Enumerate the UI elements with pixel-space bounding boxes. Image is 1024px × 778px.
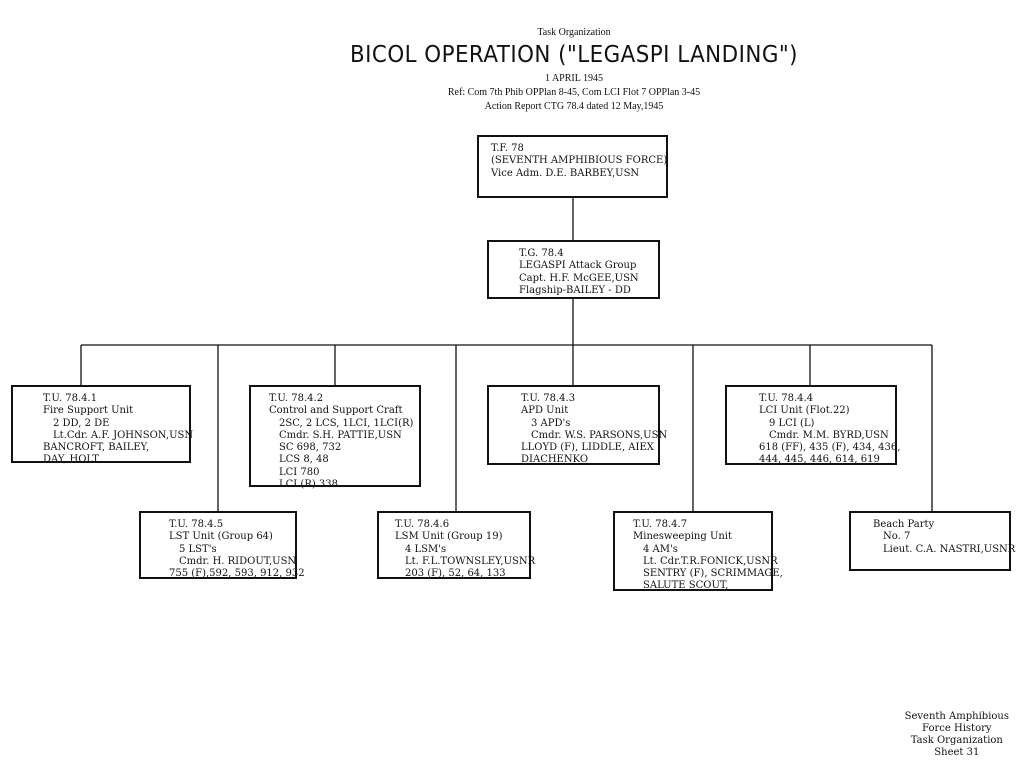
tu7847-unit: Minesweeping Unit [633,531,733,543]
tu7847-commander: Lt. Cdr.T.R.FONICK,USNR [643,555,778,567]
footer-line-1: Seventh Amphibious [904,711,1009,722]
tu7843-box: T.U. 78.4.3 APD Unit 3 APD's Cmdr. W.S. … [487,385,668,466]
tu7843-designation: T.U. 78.4.3 [521,393,576,404]
tu7841-ships: 2 DD, 2 DE [53,417,110,429]
tu7841-box: T.U. 78.4.1 Fire Support Unit 2 DD, 2 DE… [11,385,194,466]
sheet-footer: Seventh Amphibious Force History Task Or… [905,711,1009,759]
tu7842-lci: LCI 780 [279,466,320,478]
tu7841-designation: T.U. 78.4.1 [43,393,98,404]
page-title: BICOL OPERATION ("LEGASPI LANDING") [350,42,798,68]
tu7845-commander: Cmdr. H. RIDOUT,USN [179,555,297,567]
tu7844-unit: LCI Unit (Flot.22) [759,405,850,417]
tu7846-hulls: 203 (F), 52, 64, 133 [405,568,506,580]
tu7844-hulls-2: 444, 445, 446, 614, 619 [759,454,880,466]
tu7847-ships: 4 AM's [643,543,678,555]
tu7847-designation: T.U. 78.4.7 [633,519,688,530]
reference-line: Ref: Com 7th Phib OPPlan 8-45, Com LCI F… [447,87,701,98]
tu7846-ships: 4 LSM's [405,543,447,555]
footer-line-4: Sheet 31 [934,747,980,758]
footer-line-2: Force History [922,723,992,734]
tu7842-designation: T.U. 78.4.2 [269,393,324,404]
tu7843-ships: 3 APD's [531,417,571,429]
task-organization-label: Task Organization [537,27,611,38]
tu7847-names-1: SENTRY (F), SCRIMMAGE, [643,568,783,580]
tu7842-unit: Control and Support Craft [269,405,403,417]
tu7843-unit: APD Unit [521,405,569,417]
tu7842-commander: Cmdr. S.H. PATTIE,USN [279,429,402,441]
tu7841-names-1: BANCROFT, BAILEY, [43,442,150,454]
tu7847-names-2: SALUTE SCOUT, [643,580,729,592]
tg784-flagship: Flagship-BAILEY - DD [519,284,631,296]
tg784-box: T.G. 78.4 LEGASPI Attack Group Capt. H.F… [487,240,660,299]
tu7842-craft: 2SC, 2 LCS, 1LCI, 1LCI(R) [279,417,414,429]
tu7844-commander: Cmdr. M.M. BYRD,USN [769,429,889,441]
tg784-commander: Capt. H.F. McGEE,USN [519,272,639,284]
tu7847-box: T.U. 78.4.7 Minesweeping Unit 4 AM's Lt.… [613,511,783,592]
beach-party-number: No. 7 [883,531,911,543]
beach-party-title: Beach Party [873,519,935,530]
action-report-line: Action Report CTG 78.4 dated 12 May,1945 [484,101,664,112]
tu7843-names-1: LLOYD (F), LIDDLE, AIEX [521,442,654,454]
tu7842-sc: SC 698, 732 [279,442,342,454]
tu7844-box: T.U. 78.4.4 LCI Unit (Flot.22) 9 LCI (L)… [725,385,901,466]
tf78-name: (SEVENTH AMPHIBIOUS FORCE) [491,155,668,167]
tg784-designation: T.G. 78.4 [519,248,564,259]
tu7841-names-2: DAY, HOLT [43,454,99,466]
tf78-designation: T.F. 78 [491,143,524,154]
tu7844-designation: T.U. 78.4.4 [759,393,814,404]
tu7846-commander: Lt. F.L.TOWNSLEY,USNR [405,555,536,567]
tu7846-unit: LSM Unit (Group 19) [395,531,503,543]
tu7846-box: T.U. 78.4.6 LSM Unit (Group 19) 4 LSM's … [377,511,536,580]
footer-line-3: Task Organization [910,735,1003,746]
tu7845-ships: 5 LST's [179,543,217,555]
beach-party-box: Beach Party No. 7 Lieut. C.A. NASTRI,USN… [849,511,1016,571]
tu7845-unit: LST Unit (Group 64) [169,531,273,543]
tu7843-names-2: DIACHENKO [521,454,589,466]
beach-party-commander: Lieut. C.A. NASTRI,USNR [883,543,1016,555]
tg784-name: LEGASPI Attack Group [519,260,637,272]
tf78-commander: Vice Adm. D.E. BARBEY,USN [491,167,640,179]
tf78-box: T.F. 78 (SEVENTH AMPHIBIOUS FORCE) Vice … [477,135,668,198]
tu7842-lcs: LCS 8, 48 [279,454,329,466]
tu7841-commander: Lt.Cdr. A.F. JOHNSON,USN [53,429,194,441]
date-line: 1 APRIL 1945 [545,73,603,84]
tu7844-hulls-1: 618 (FF), 435 (F), 434, 436, [759,442,901,454]
tu7842-box: T.U. 78.4.2 Control and Support Craft 2S… [249,385,421,490]
tu7845-designation: T.U. 78.4.5 [169,519,224,530]
tu7845-hulls: 755 (F),592, 593, 912, 932 [169,568,305,580]
tu7841-unit: Fire Support Unit [43,405,134,417]
tu7846-designation: T.U. 78.4.6 [395,519,450,530]
tu7843-commander: Cmdr. W.S. PARSONS,USN [531,429,668,441]
tu7845-box: T.U. 78.4.5 LST Unit (Group 64) 5 LST's … [139,511,305,580]
tu7842-lcir: LCI (R) 338 [279,479,339,491]
tu7844-ships: 9 LCI (L) [769,417,815,429]
